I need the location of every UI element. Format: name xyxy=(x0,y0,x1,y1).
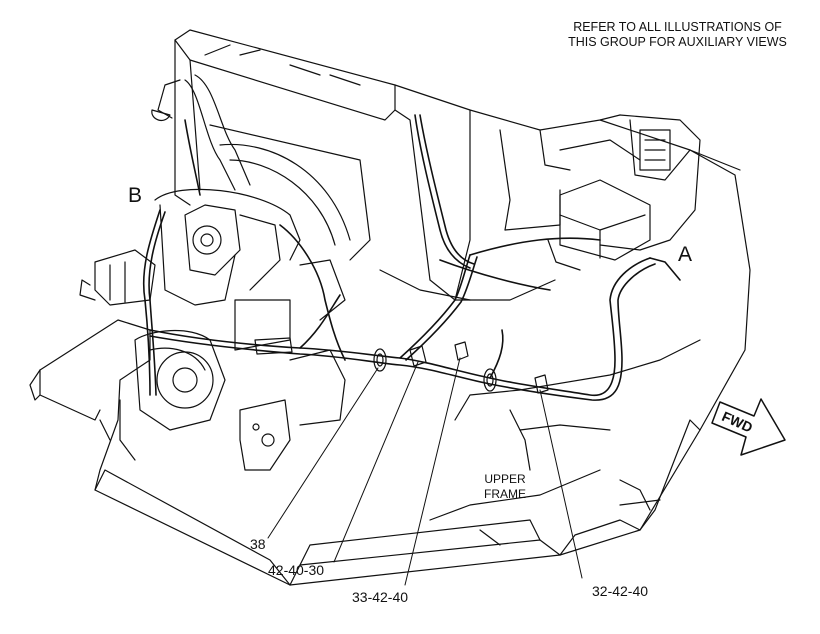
frame-wall xyxy=(379,84,741,301)
auxiliary-views-note: REFER TO ALL ILLUSTRATIONS OF THIS GROUP… xyxy=(560,20,795,50)
wiring-harness xyxy=(142,114,681,401)
note-line-1: REFER TO ALL ILLUSTRATIONS OF xyxy=(573,20,782,34)
upper-frame-outline xyxy=(29,149,751,586)
radiator-assembly xyxy=(151,29,431,281)
upper-frame-label: UPPER FRAME xyxy=(484,472,526,502)
callout-32-42-40: 32-42-40 xyxy=(592,583,649,599)
note-line-2: THIS GROUP FOR AUXILIARY VIEWS xyxy=(568,35,787,49)
view-label-a: A xyxy=(678,243,693,266)
upper-frame-label-line-1: UPPER xyxy=(484,472,526,486)
upper-frame-label-line-2: FRAME xyxy=(484,487,526,501)
engine-block xyxy=(79,188,346,471)
grommet-32 xyxy=(483,368,497,392)
view-label-b: B xyxy=(128,184,143,207)
leader-lines xyxy=(267,357,583,586)
callout-33-42-40: 33-42-40 xyxy=(352,589,409,605)
callout-42-40-30: 42-40-30 xyxy=(268,562,325,578)
callout-38: 38 xyxy=(250,536,266,552)
control-box-a xyxy=(547,114,701,271)
grommet-38 xyxy=(373,348,387,372)
harness-grommets xyxy=(254,337,549,394)
fwd-arrow-icon xyxy=(711,398,786,456)
